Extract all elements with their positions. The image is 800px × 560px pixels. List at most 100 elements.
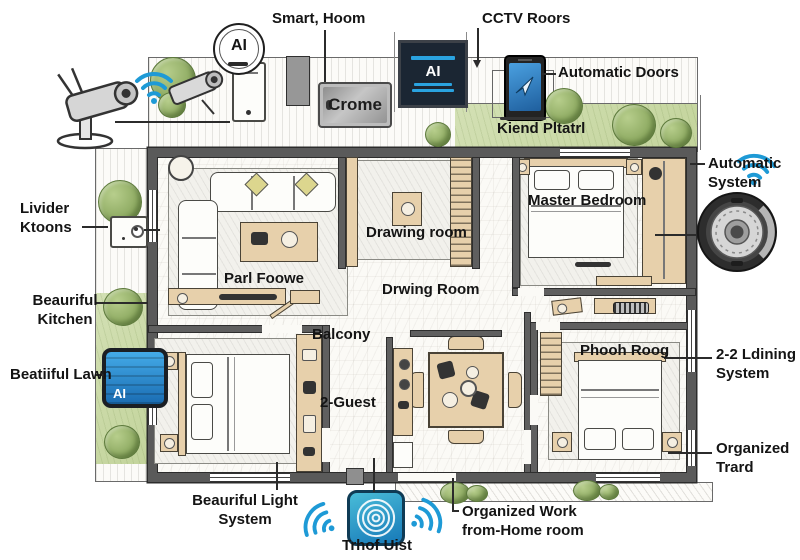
- door-gap: [322, 428, 330, 462]
- wifi-icon: [411, 497, 443, 534]
- label-kitchen: Beauriful Kitchen: [32, 292, 98, 328]
- label-lawn: Beatiiful Lawn: [10, 366, 112, 383]
- panel-ai-label: AI: [425, 62, 441, 80]
- door-gap: [262, 325, 302, 333]
- cctv-arrowhead: [473, 60, 481, 68]
- room-label-hall: Drwing Room: [382, 281, 480, 298]
- wifi-icon: [303, 501, 335, 537]
- smart-wall-panel: AI: [398, 40, 468, 108]
- leader-automatic-doors: [542, 73, 556, 75]
- wifi-icon: [135, 71, 173, 97]
- bush: [660, 118, 692, 148]
- leader-light-system: [276, 462, 278, 490]
- corridor-shelf: [594, 298, 656, 314]
- bush: [573, 480, 601, 501]
- lawn-ai-label: AI: [113, 386, 126, 401]
- automatic-doors-phone: [504, 55, 546, 121]
- nightstand: [662, 432, 682, 452]
- pillow: [191, 362, 213, 398]
- door-gap: [536, 322, 560, 330]
- bedroom2-wardrobe: [540, 332, 562, 396]
- ai-badge: AI: [213, 23, 265, 75]
- leader-automatic-system: [690, 163, 705, 165]
- label-automatic-doors: Automatic Doors: [558, 64, 679, 81]
- coffee-table: [240, 222, 318, 262]
- panel-text-line: [414, 82, 452, 86]
- leader-smart-home: [324, 30, 326, 82]
- window: [148, 190, 157, 242]
- label-cctv: CCTV Roors: [482, 10, 571, 27]
- bush: [545, 88, 583, 124]
- guest-headboard: [178, 352, 186, 456]
- bush: [612, 104, 656, 146]
- bush: [104, 425, 140, 459]
- pillow: [622, 428, 654, 450]
- label-dining-system: 2-2 Ldining System: [716, 346, 796, 382]
- room-label-living: Parl Foowe: [224, 270, 305, 287]
- lawn-ai-device: AI: [102, 348, 168, 408]
- label-trhof: Trhof Uist: [342, 537, 412, 554]
- room-label-balcony: Balcony: [312, 326, 371, 343]
- master-wardrobe: [642, 158, 686, 284]
- entry-opening: [398, 473, 456, 482]
- bush: [103, 288, 143, 326]
- wall-bedroom2-top: [530, 322, 696, 330]
- dining-chair: [448, 430, 484, 444]
- leader-dining-system: [664, 357, 712, 359]
- wall-master-bottom: [512, 288, 696, 296]
- room-label-guest: 2-Guest: [320, 394, 376, 411]
- leader-lawn: [95, 374, 104, 376]
- send-cursor-icon: [515, 76, 534, 97]
- guest-corner-block: [160, 434, 178, 452]
- window: [560, 148, 630, 157]
- crome-tv: Crome: [318, 82, 392, 128]
- livider-device: [110, 216, 148, 248]
- leader-kitchen: [96, 302, 148, 304]
- security-camera-icon: [56, 67, 173, 150]
- pillow: [584, 428, 616, 450]
- hall-console: [596, 276, 652, 286]
- nightstand: [626, 159, 642, 175]
- kitchen-counter: [168, 288, 286, 305]
- bush: [466, 485, 488, 502]
- fridge: [393, 442, 413, 468]
- crome-tv-label: Crome: [328, 95, 382, 114]
- door-gap: [518, 288, 544, 296]
- leader-livider: [82, 226, 108, 228]
- door-gap: [530, 395, 538, 425]
- wall-living-drawing: [338, 157, 346, 269]
- wall-dining-top: [410, 330, 502, 337]
- bush: [425, 122, 451, 147]
- panel-text-line: [412, 88, 454, 92]
- smart-speaker-icon: [347, 490, 405, 546]
- label-light-system: Beauriful Light System: [192, 492, 298, 528]
- wall-guest-top: [148, 325, 330, 333]
- wifi-icon: [736, 153, 777, 186]
- label-kiend-lawn: Kiend Pltatrl: [497, 120, 586, 137]
- terrace-cctv-sketch: [168, 70, 224, 115]
- window: [687, 310, 696, 372]
- window: [687, 430, 696, 466]
- phone-stand: [500, 117, 546, 120]
- panel-text-line: [411, 56, 455, 60]
- bench: [575, 262, 611, 267]
- pillow: [578, 170, 614, 190]
- chimney-block: [286, 56, 310, 106]
- wall-master-left: [512, 157, 520, 288]
- dining-table: [428, 352, 504, 428]
- nightstand: [552, 432, 572, 452]
- label-livider: Livider Ktoons: [20, 200, 72, 236]
- dining-chair: [448, 336, 484, 350]
- label-wfh: Organized Work from-Home room: [462, 503, 584, 539]
- entry-step: [346, 468, 364, 485]
- room-label-drawing: Drawing room: [366, 224, 467, 241]
- leader-cctv: [477, 28, 479, 60]
- label-automatic-system: Automatic System: [708, 155, 782, 191]
- pillow: [191, 404, 213, 440]
- dining-kitchen-unit: [393, 348, 413, 436]
- ai-badge-label: AI: [231, 37, 247, 54]
- window: [596, 473, 660, 482]
- room-label-master: Master Bedroom: [528, 192, 647, 209]
- wall-guest-right: [322, 325, 330, 473]
